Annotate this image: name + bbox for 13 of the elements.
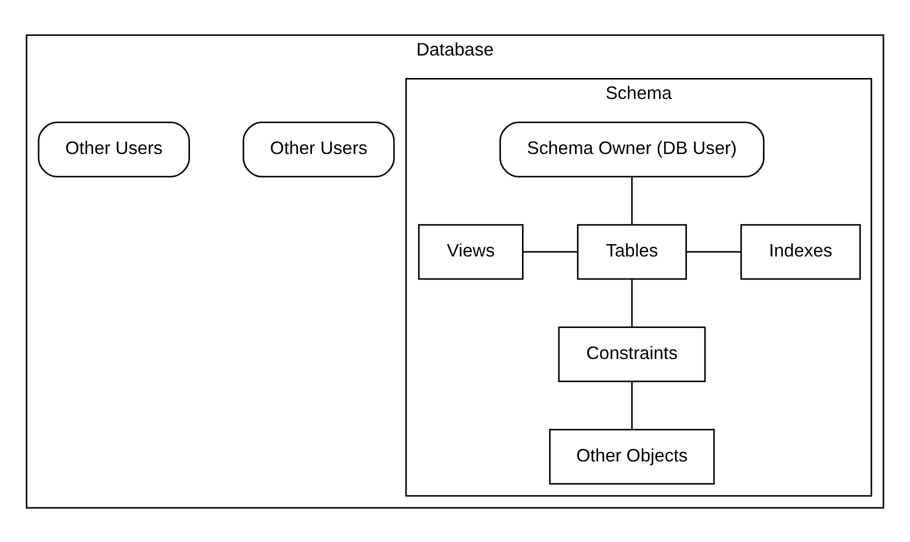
node-box: Schema Owner (DB User) — [499, 121, 764, 177]
connector — [631, 381, 633, 428]
node-box: Other Objects — [549, 428, 715, 484]
connector — [686, 250, 741, 252]
node-box: Constraints — [558, 326, 706, 382]
node-box: Other Users — [242, 121, 395, 177]
node-box: Tables — [576, 224, 687, 280]
connector — [631, 176, 633, 224]
node-box: Views — [418, 224, 524, 280]
node-box: Other Users — [38, 121, 190, 177]
connector — [523, 250, 578, 252]
connector — [631, 279, 633, 326]
node-box: Indexes — [740, 224, 861, 280]
